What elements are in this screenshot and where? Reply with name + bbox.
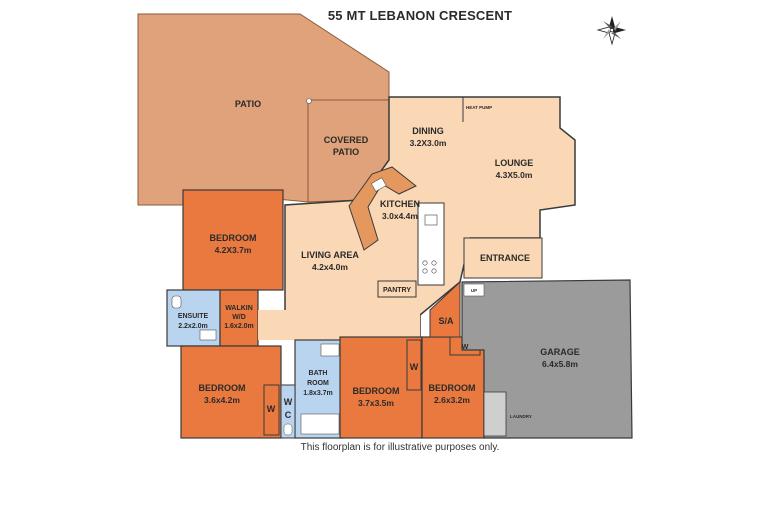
robe-bedroom-3 [406, 339, 422, 391]
compass-rose-icon [596, 16, 626, 46]
bedroom-4-label: BEDROOM [429, 383, 476, 393]
lounge-dimensions: 4.3X5.0m [496, 170, 533, 180]
pantry-area [377, 280, 417, 298]
kitchen-bench [348, 166, 417, 251]
garage-dimensions: 6.4x5.8m [542, 359, 578, 369]
covered-patio-label-2: PATIO [333, 147, 359, 157]
bathroom-label-2: ROOM [307, 380, 329, 387]
bedroom-1-dimensions: 4.2X3.7m [215, 245, 252, 255]
robe-bedroom-2-label: W [267, 404, 276, 414]
walkin-robe-area [219, 289, 259, 347]
kitchen-island [417, 202, 445, 286]
wc-label-1: W [284, 397, 293, 407]
covered-patio-label-1: COVERED [324, 135, 369, 145]
bedroom-2-label: BEDROOM [199, 383, 246, 393]
bathroom-dimensions: 1.8x3.7m [303, 390, 333, 397]
bedroom-2-dimensions: 3.6x4.2m [204, 395, 240, 405]
bathroom-label-1: BATH [309, 370, 328, 377]
wc-label-2: C [285, 410, 292, 420]
entrance-label: ENTRANCE [480, 253, 530, 263]
walkin-label-1: WALKIN [225, 305, 253, 312]
hallway [258, 310, 420, 340]
living-area-label: LIVING AREA [301, 250, 359, 260]
storage-label: S/A [438, 316, 454, 326]
ensuite-dimensions: 2.2x2.0m [178, 323, 208, 330]
robe-bedroom-4-label: W [462, 344, 469, 351]
laundry-label: LAUNDRY [510, 414, 532, 419]
dining-dimensions: 3.2X3.0m [410, 138, 447, 148]
kitchen-dimensions: 3.0x4.4m [382, 211, 418, 221]
bedroom-3-label: BEDROOM [353, 386, 400, 396]
laundry-area [483, 391, 507, 437]
pantry-label: PANTRY [383, 287, 411, 294]
walkin-dimensions: 1.6x2.0m [224, 323, 254, 330]
garage-label: GARAGE [540, 347, 580, 357]
robe-bedroom-3-label: W [410, 362, 419, 372]
bedroom-1-area [182, 189, 284, 291]
kitchen-sink [370, 177, 387, 192]
robe-bedroom-2 [263, 384, 280, 436]
dining-label: DINING [412, 126, 444, 136]
kitchen-label: KITCHEN [380, 199, 420, 209]
ensuite-label: ENSUITE [178, 313, 209, 320]
up-label: UP [471, 288, 477, 293]
page-title: 55 MT LEBANON CRESCENT [327, 8, 513, 23]
bedroom-3-dimensions: 3.7x3.5m [358, 398, 394, 408]
entrance-area [463, 237, 543, 279]
living-area-dimensions: 4.2x4.0m [312, 262, 348, 272]
walkin-label-2: W/D [232, 314, 246, 321]
heat-pump-label: HEAT PUMP [466, 105, 492, 110]
patio-label: PATIO [235, 99, 261, 109]
bedroom-4-dimensions: 2.6x3.2m [434, 395, 470, 405]
lounge-label: LOUNGE [495, 158, 534, 168]
bedroom-1-label: BEDROOM [210, 233, 257, 243]
disclaimer: This floorplan is for illustrative purpo… [300, 442, 500, 453]
